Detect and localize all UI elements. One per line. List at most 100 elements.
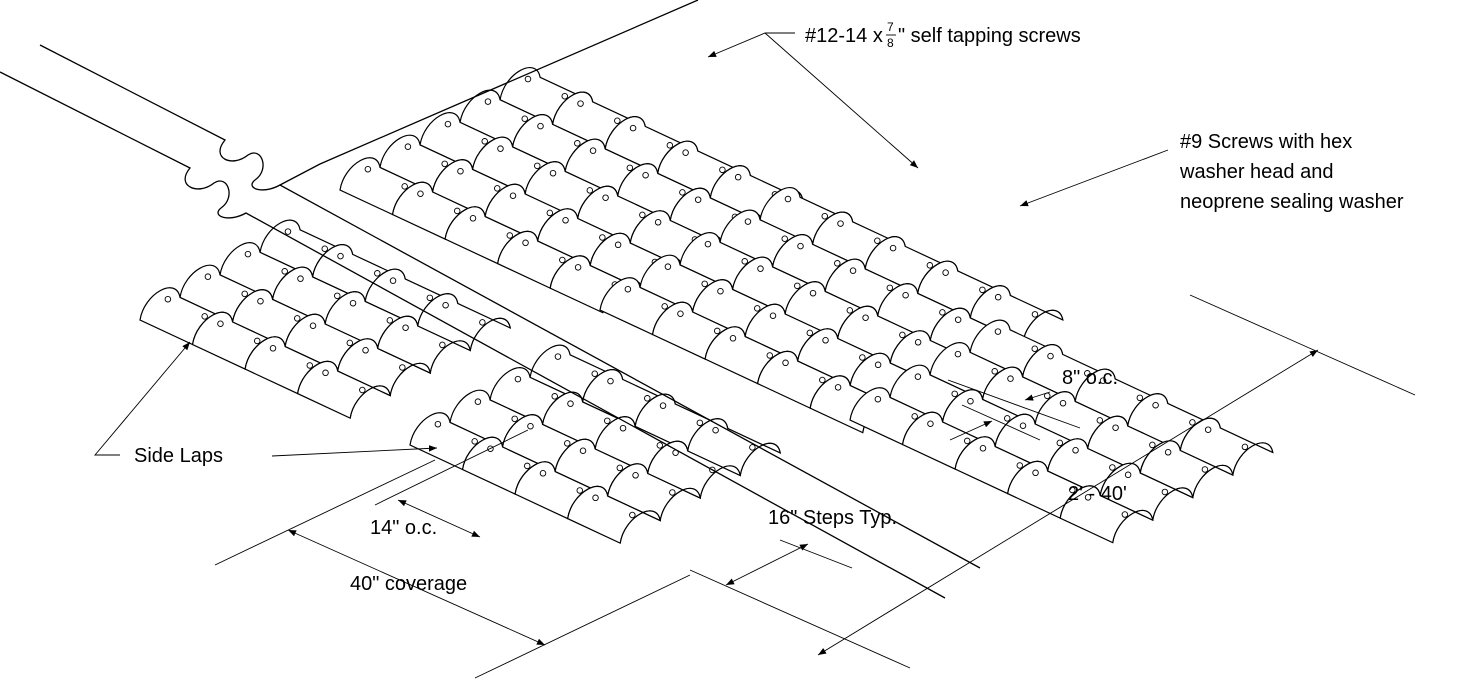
screw-head	[567, 400, 574, 407]
screw-head	[729, 335, 737, 342]
screw-head	[1112, 424, 1119, 431]
screw-head	[586, 187, 594, 194]
screw-head	[902, 291, 909, 299]
screw-head	[374, 270, 381, 277]
screw-head	[656, 442, 664, 449]
screw-head	[551, 393, 558, 400]
screw-head	[619, 424, 627, 432]
screw-head	[521, 115, 528, 123]
tile-step-edge	[389, 362, 431, 396]
screw-head	[479, 319, 486, 326]
screw-head	[1031, 345, 1038, 353]
screw-head	[963, 437, 971, 445]
screw-head	[666, 142, 674, 149]
screw-head	[781, 235, 788, 243]
tile-step-edge	[699, 465, 741, 499]
leader-lines	[94, 32, 1169, 457]
screw-head	[364, 165, 372, 173]
screw-head	[859, 354, 866, 361]
screw-head	[991, 368, 998, 375]
screw-head	[559, 256, 566, 264]
hex-screws-label-line2: washer head and	[1179, 161, 1333, 183]
screw-head	[694, 196, 702, 203]
callout-labels: #12-14 x 7 8 " self tapping screws #9 Sc…	[134, 20, 1404, 595]
screw-head	[453, 207, 461, 215]
hex-screws-label-line1: #9 Screws with hex	[1180, 131, 1352, 153]
screw-head	[1149, 441, 1156, 449]
screw-head	[497, 145, 504, 152]
screw-head	[1189, 419, 1196, 426]
screw-head	[979, 445, 987, 452]
screw-head	[629, 124, 637, 132]
screw-head	[592, 494, 599, 502]
screw-head	[417, 190, 424, 197]
screw-head	[511, 415, 518, 423]
screw-head	[574, 264, 582, 271]
screw-head	[293, 315, 301, 322]
screw-head	[269, 345, 277, 352]
screw-head	[794, 282, 801, 290]
screw-head	[927, 420, 934, 427]
screw-head	[253, 337, 261, 345]
screw-head	[769, 312, 777, 319]
screw-head	[457, 167, 464, 175]
screw-head	[1136, 394, 1144, 402]
steps-label: 16" Steps Typ.	[768, 507, 897, 529]
screw-head	[534, 162, 541, 170]
screw-head	[506, 232, 514, 239]
screw-head	[591, 370, 598, 378]
screw-head	[404, 143, 412, 150]
screw-head	[642, 171, 649, 179]
screw-head	[639, 211, 646, 219]
screw-head	[527, 422, 534, 430]
screw-head	[797, 242, 804, 250]
screw-head	[886, 284, 894, 292]
screw-head	[217, 320, 224, 327]
screw-head	[744, 218, 752, 225]
screw-head	[469, 215, 477, 222]
screw-head	[654, 219, 662, 226]
tile-step-edge	[659, 487, 701, 521]
screw-head	[563, 440, 571, 447]
fraction-numerator: 7	[887, 20, 894, 34]
screw-head	[297, 275, 304, 282]
screw-head	[441, 160, 448, 168]
screw-head	[562, 217, 569, 224]
screw-head	[1047, 352, 1054, 360]
spacing-8-label: 8" o.c.	[1062, 367, 1118, 389]
screw-head	[386, 317, 394, 324]
break-line	[0, 0, 981, 599]
screw-head	[322, 369, 329, 377]
screw-head	[757, 265, 764, 272]
screw-head	[539, 470, 547, 477]
screw-head	[951, 390, 958, 398]
screw-head	[926, 262, 934, 269]
screw-head	[546, 209, 554, 217]
screw-head	[349, 299, 357, 307]
screw-head	[899, 331, 906, 339]
screw-head	[574, 140, 581, 147]
fraction-denominator: 8	[887, 36, 894, 50]
screw-head	[284, 228, 292, 235]
screw-head	[471, 438, 478, 445]
screw-head	[874, 395, 882, 403]
screw-head	[604, 417, 611, 425]
screw-head	[664, 263, 672, 270]
spacing-14-label: 14" o.c.	[370, 517, 437, 539]
screw-head	[281, 268, 288, 275]
screw-head	[434, 420, 442, 428]
screw-head	[822, 337, 829, 344]
screw-head	[1031, 311, 1039, 318]
screw-head	[741, 258, 748, 265]
screw-head	[753, 305, 761, 312]
screw-head	[837, 220, 844, 227]
screw-head	[632, 472, 639, 479]
screw-head	[782, 359, 789, 367]
tile-step-edge	[739, 442, 781, 476]
screw-head	[493, 185, 501, 192]
self-tapping-screws-suffix: " self tapping screws	[898, 25, 1081, 47]
screw-head	[1096, 417, 1104, 424]
screw-head	[257, 297, 264, 305]
screw-head	[201, 313, 208, 320]
screw-head	[717, 287, 724, 295]
